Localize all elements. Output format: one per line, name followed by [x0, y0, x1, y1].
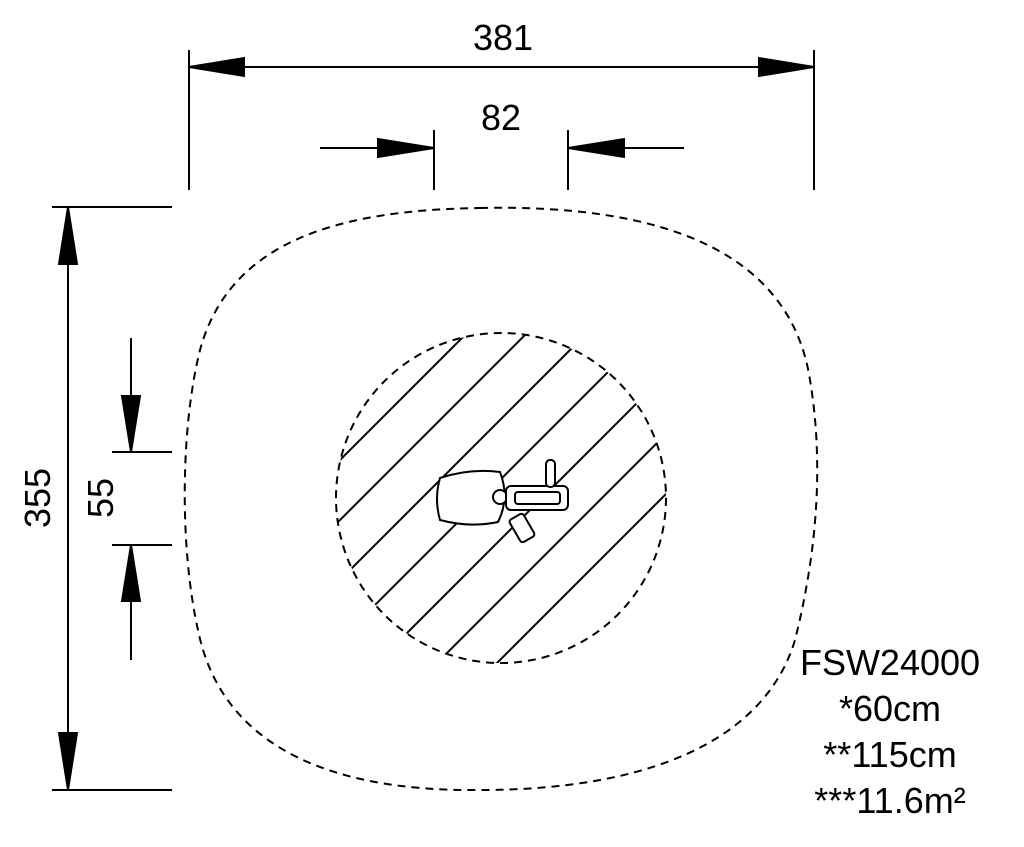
dim-overall-depth-label: 355 — [17, 468, 58, 528]
dimension-seat-width — [320, 130, 684, 190]
dim-seat-width-label: 82 — [481, 97, 521, 138]
dim-seat-depth-label: 55 — [80, 478, 121, 518]
model-code: FSW24000 — [799, 642, 981, 683]
seat-shape — [436, 469, 506, 526]
hub-icon — [492, 489, 508, 505]
dimension-overall-width — [188, 50, 815, 190]
handle-top — [545, 459, 556, 488]
dim-overall-width-label: 381 — [473, 17, 533, 58]
safety-zone-outline — [183, 206, 819, 792]
spec-block: FSW24000 *60cm **115cm ***11.6m² — [780, 640, 1000, 824]
frame-inner — [514, 491, 561, 505]
spec-free-height: *60cm — [838, 688, 942, 729]
free-space-circle — [335, 332, 667, 664]
spec-area: ***11.6m² — [814, 780, 966, 821]
pedal — [508, 512, 536, 544]
equipment-symbol — [436, 459, 569, 544]
dimension-overall-depth — [52, 206, 172, 791]
spec-fall-height: **115cm — [823, 734, 957, 775]
dimension-seat-depth — [112, 338, 172, 660]
